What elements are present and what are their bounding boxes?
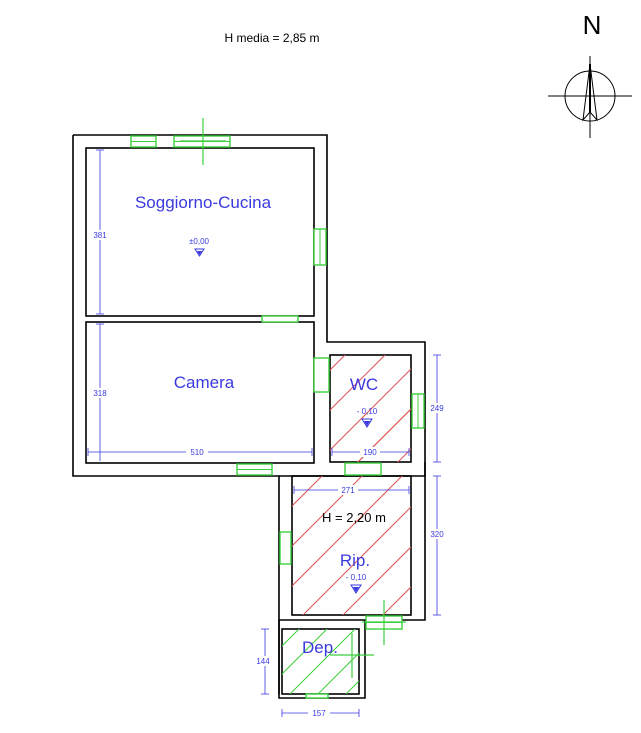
- room-label-camera: Camera: [174, 373, 235, 392]
- ripostiglio-hatching: [292, 476, 411, 615]
- level-marker-soggiorno: ±0,00: [189, 237, 210, 257]
- average-height-note: H media = 2,85 m: [224, 31, 319, 45]
- openings: [130, 118, 425, 699]
- room-label-dep: Dep.: [302, 638, 338, 657]
- cross-top-icon: [180, 118, 226, 165]
- room-label-soggiorno: Soggiorno-Cucina: [135, 193, 272, 212]
- window-dep-bottom: [305, 693, 329, 699]
- door-soggiorno-camera: [261, 315, 299, 323]
- dimensions: 381 318 510 190 249 271 3: [87, 149, 446, 718]
- level-soggiorno: ±0,00: [189, 237, 210, 246]
- dim-rip-height: 320: [430, 530, 444, 539]
- cross-rip-bottom-icon: [362, 600, 406, 645]
- dim-camera-height: 318: [93, 389, 107, 398]
- level-marker-wc: - 0,10: [357, 407, 378, 428]
- deposito-hatching: [282, 629, 359, 694]
- dim-wc-height: 249: [430, 404, 444, 413]
- window-soggiorno-right: [313, 228, 327, 266]
- dim-wc-width: 190: [363, 448, 377, 457]
- level-marker-rip: - 0,10: [346, 573, 367, 594]
- window-top-left: [130, 135, 157, 148]
- north-arrow-icon: N: [548, 10, 632, 138]
- room-label-rip: Rip.: [340, 551, 370, 570]
- level-rip: - 0,10: [346, 573, 367, 582]
- door-rip-left: [279, 531, 292, 565]
- cross-dep-icon: [330, 633, 374, 678]
- door-camera-wc: [313, 357, 330, 393]
- wc-hatching: [330, 355, 411, 462]
- dim-dep-width: 157: [312, 709, 326, 718]
- door-wc-rip: [344, 462, 382, 476]
- north-label: N: [583, 10, 602, 40]
- dim-camera-width: 510: [190, 448, 204, 457]
- window-camera-bottom: [236, 463, 273, 476]
- dim-dep-height: 144: [256, 657, 270, 666]
- room-label-wc: WC: [350, 375, 378, 394]
- dim-soggiorno-height: 381: [93, 231, 107, 240]
- dim-rip-width: 271: [341, 486, 355, 495]
- window-wc-right: [411, 393, 425, 429]
- level-wc: - 0,10: [357, 407, 378, 416]
- walls: [72, 134, 426, 699]
- height-note-rip: H = 2,20 m: [322, 510, 386, 525]
